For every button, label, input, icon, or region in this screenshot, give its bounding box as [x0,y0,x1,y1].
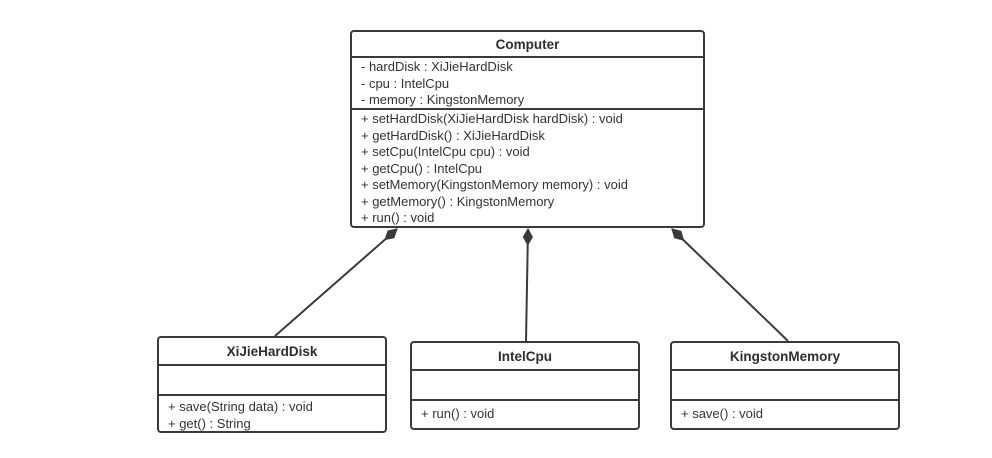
class-title-computer: Computer [352,32,703,58]
member-text: + run() : void [421,406,495,421]
class-box-intelcpu[interactable]: IntelCpu + run() : void [410,341,640,430]
composition-diamond-computer-kingstonmemory [671,228,685,241]
member-text: + setHardDisk(XiJieHardDisk hardDisk) : … [361,111,623,126]
member-text: + getCpu() : IntelCpu [361,160,483,176]
connector-line-computer-kingstonmemory[interactable] [671,228,789,342]
class-box-kingstonmemory[interactable]: KingstonMemory + save() : void [670,341,900,430]
class-attributes-intelcpu [412,371,638,401]
connector-line-computer-xijieharddisk[interactable] [274,228,398,337]
member-text: + getMemory() : KingstonMemory [361,193,555,209]
composition-diamond-computer-intelcpu [522,227,533,247]
class-attributes-computer: - hardDisk : XiJieHardDisk- cpu : IntelC… [352,58,703,110]
member-text: - cpu : IntelCpu [361,75,450,91]
class-title-intelcpu: IntelCpu [412,343,638,371]
class-title-xijieharddisk: XiJieHardDisk [159,338,385,366]
class-methods-kingstonmemory: + save() : void [672,401,898,428]
member-text: + save() : void [681,406,764,421]
class-attributes-xijieharddisk [159,366,385,396]
member-text: - hardDisk : XiJieHardDisk [361,59,513,74]
member-text: + getHardDisk() : XiJieHardDisk [361,127,545,143]
member-text: + run() : void [361,210,435,225]
connector-line-computer-intelcpu[interactable] [525,228,529,342]
class-box-xijieharddisk[interactable]: XiJieHardDisk + save(String data) : void… [157,336,387,433]
member-text: + setMemory(KingstonMemory memory) : voi… [361,177,628,192]
member-text: + get() : String [168,416,251,431]
class-methods-xijieharddisk: + save(String data) : void + get() : Stri… [159,396,385,431]
class-title-kingstonmemory: KingstonMemory [672,343,898,371]
composition-diamond-computer-xijieharddisk [384,228,398,241]
class-methods-intelcpu: + run() : void [412,401,638,428]
class-box-computer[interactable]: Computer - hardDisk : XiJieHardDisk- cpu… [350,30,705,228]
member-text: + setCpu(IntelCpu cpu) : void [361,144,530,159]
class-attributes-kingstonmemory [672,371,898,401]
class-methods-computer: + setHardDisk(XiJieHardDisk hardDisk) : … [352,110,703,226]
member-text: + save(String data) : void [168,399,313,414]
member-text: - memory : KingstonMemory [361,92,525,107]
